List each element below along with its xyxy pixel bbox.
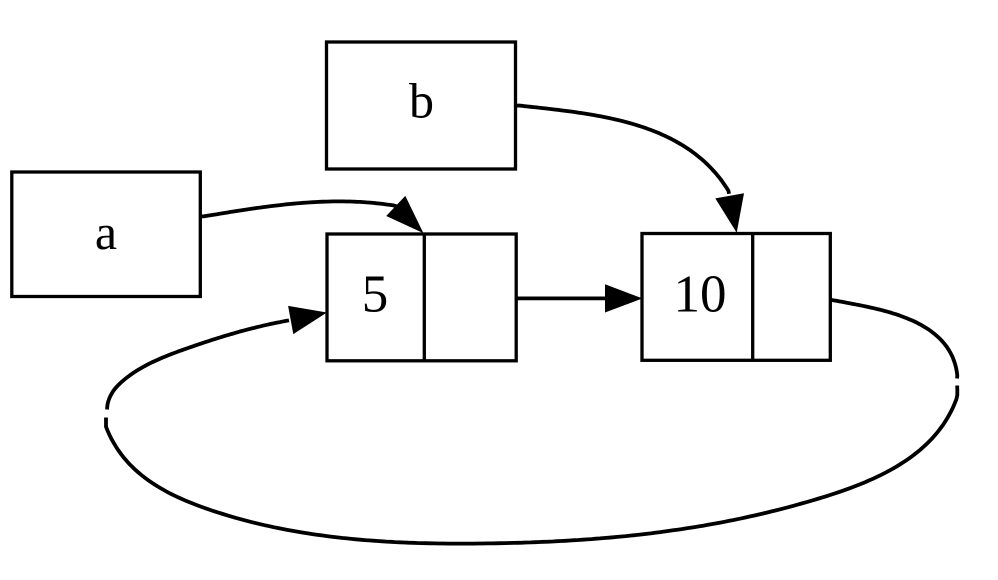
svg-text:b: b (409, 73, 434, 129)
svg-text:5: 5 (362, 265, 389, 323)
svg-text:a: a (95, 204, 117, 260)
svg-text:10: 10 (674, 266, 727, 324)
